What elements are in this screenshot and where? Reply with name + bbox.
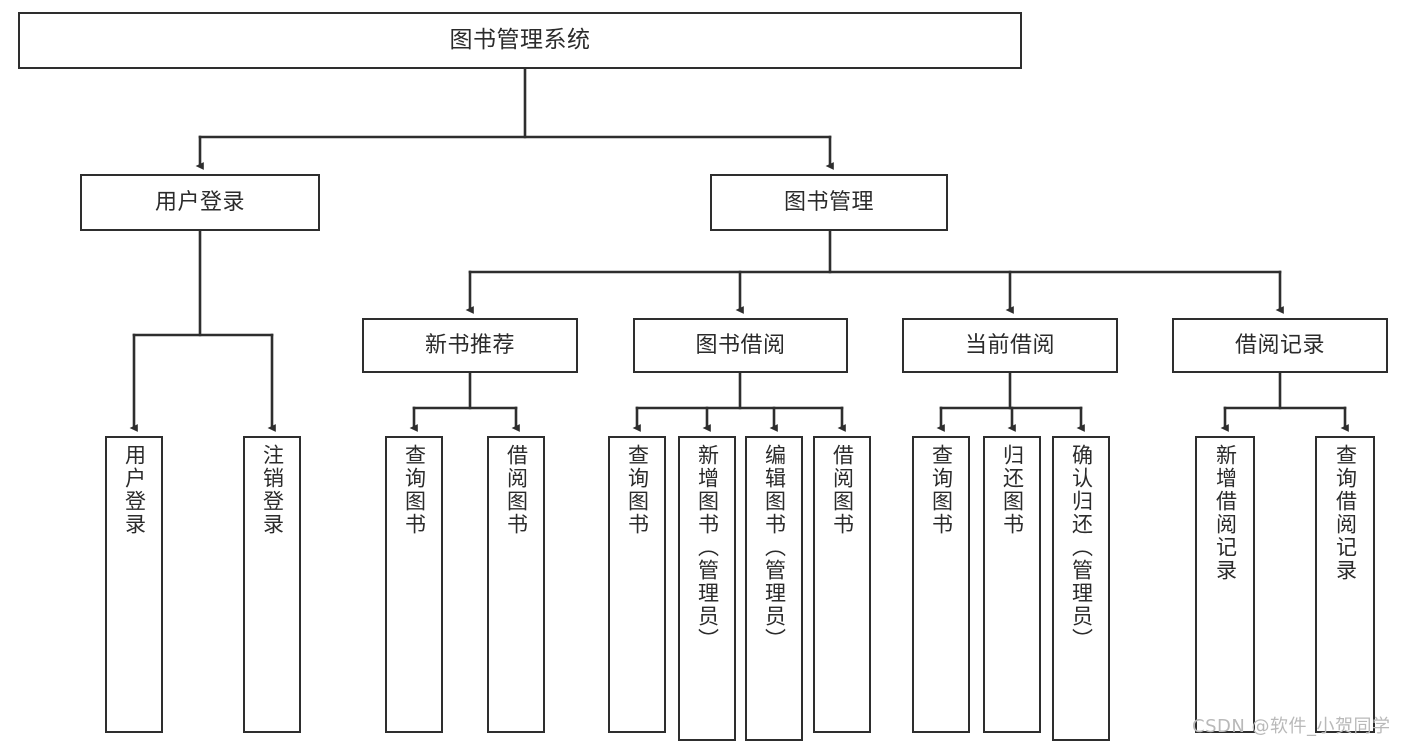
node-leaf-add-book[interactable]: 新增图书（管理员） (678, 436, 736, 741)
node-current-borrow-label: 当前借阅 (964, 332, 1055, 358)
node-leaf-query-record-label: 查询借阅记录 (1333, 444, 1358, 582)
node-leaf-borrow-book-2-label: 借阅图书 (830, 444, 855, 536)
watermark: CSDN @软件_小贺同学 (1192, 716, 1391, 737)
node-root-label: 图书管理系统 (449, 26, 591, 53)
node-leaf-query-record[interactable]: 查询借阅记录 (1315, 436, 1375, 733)
node-book-manage[interactable]: 图书管理 (710, 174, 948, 231)
node-current-borrow[interactable]: 当前借阅 (902, 318, 1118, 373)
node-leaf-edit-book-label: 编辑图书（管理员） (762, 444, 787, 651)
node-leaf-add-book-label: 新增图书（管理员） (695, 444, 720, 651)
node-leaf-query-book-3[interactable]: 查询图书 (912, 436, 970, 733)
node-book-borrow[interactable]: 图书借阅 (633, 318, 848, 373)
node-leaf-edit-book[interactable]: 编辑图书（管理员） (745, 436, 803, 741)
node-user-login-label: 用户登录 (154, 189, 245, 215)
node-book-borrow-label: 图书借阅 (695, 332, 786, 358)
node-leaf-return-book-label: 归还图书 (1000, 444, 1025, 536)
node-leaf-user-logout[interactable]: 注销登录 (243, 436, 301, 733)
node-leaf-confirm-return[interactable]: 确认归还（管理员） (1052, 436, 1110, 741)
node-borrow-record[interactable]: 借阅记录 (1172, 318, 1388, 373)
node-leaf-query-book-1-label: 查询图书 (402, 444, 427, 536)
node-new-book-recommend-label: 新书推荐 (424, 332, 515, 358)
node-leaf-add-record-label: 新增借阅记录 (1213, 444, 1238, 582)
node-new-book-recommend[interactable]: 新书推荐 (362, 318, 578, 373)
node-book-manage-label: 图书管理 (783, 189, 874, 215)
node-leaf-query-book-2-label: 查询图书 (625, 444, 650, 536)
node-leaf-borrow-book-2[interactable]: 借阅图书 (813, 436, 871, 733)
node-leaf-query-book-1[interactable]: 查询图书 (385, 436, 443, 733)
node-leaf-return-book[interactable]: 归还图书 (983, 436, 1041, 733)
node-leaf-borrow-book-1-label: 借阅图书 (504, 444, 529, 536)
node-leaf-add-record[interactable]: 新增借阅记录 (1195, 436, 1255, 733)
node-leaf-confirm-return-label: 确认归还（管理员） (1069, 444, 1094, 651)
node-leaf-query-book-3-label: 查询图书 (929, 444, 954, 536)
node-leaf-borrow-book-1[interactable]: 借阅图书 (487, 436, 545, 733)
node-leaf-user-logout-label: 注销登录 (260, 444, 285, 536)
node-leaf-user-login-label: 用户登录 (122, 444, 147, 536)
node-user-login[interactable]: 用户登录 (80, 174, 320, 231)
node-borrow-record-label: 借阅记录 (1234, 332, 1325, 358)
node-root[interactable]: 图书管理系统 (18, 12, 1022, 69)
node-leaf-user-login[interactable]: 用户登录 (105, 436, 163, 733)
node-leaf-query-book-2[interactable]: 查询图书 (608, 436, 666, 733)
